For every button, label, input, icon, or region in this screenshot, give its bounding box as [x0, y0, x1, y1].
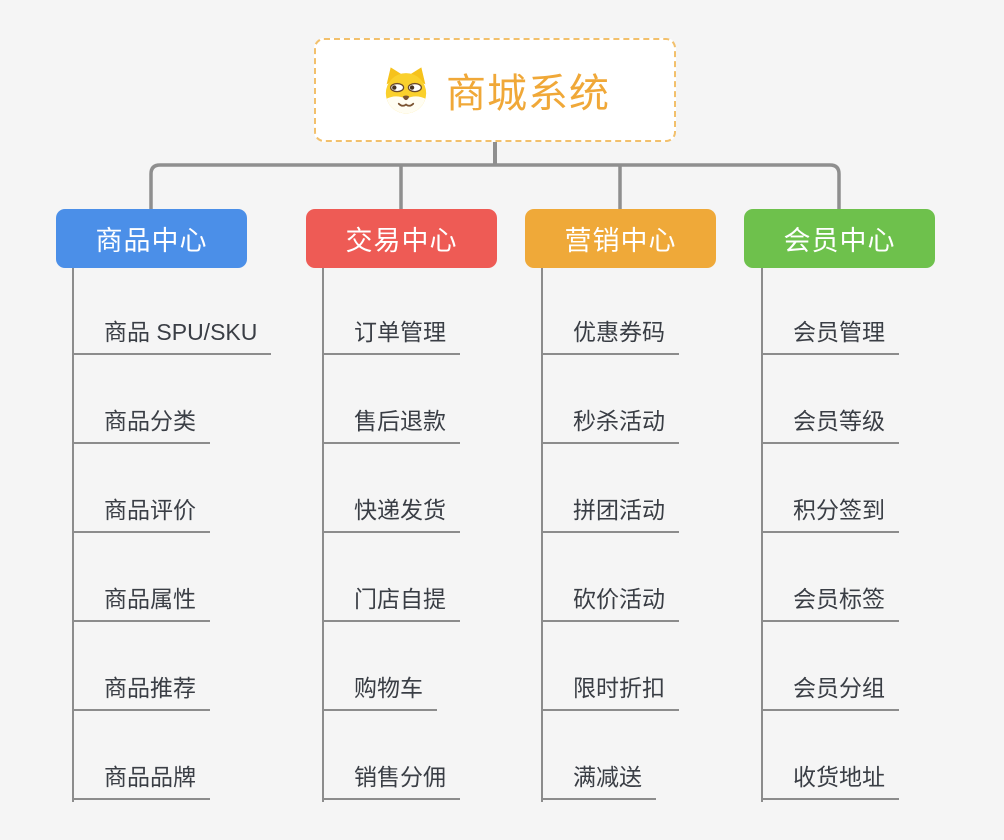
leaf-node[interactable]: 商品 SPU/SKU — [72, 317, 272, 355]
branch-rail-line — [149, 163, 841, 209]
branch-node-trade-center[interactable]: 交易中心 — [306, 209, 497, 268]
branch-label: 交易中心 — [345, 226, 458, 256]
leaf-node[interactable]: 秒杀活动 — [541, 406, 679, 444]
leaf-node[interactable]: 会员管理 — [761, 317, 899, 355]
leaf-node[interactable]: 商品品牌 — [72, 762, 210, 800]
leaf-node[interactable]: 会员分组 — [761, 673, 899, 711]
leaf-node[interactable]: 满减送 — [541, 762, 656, 800]
leaf-node[interactable]: 商品评价 — [72, 495, 210, 533]
branch-node-member-center[interactable]: 会员中心 — [744, 209, 935, 268]
root-node-title: 商城系统 — [446, 72, 610, 116]
root-node-mall-system[interactable]: 商城系统 — [314, 38, 676, 142]
branch-spine-line — [761, 268, 763, 802]
branch-label: 营销中心 — [564, 226, 677, 256]
branch-node-product-center[interactable]: 商品中心 — [56, 209, 247, 268]
leaf-node[interactable]: 砍价活动 — [541, 584, 679, 622]
leaf-node[interactable]: 限时折扣 — [541, 673, 679, 711]
leaf-node[interactable]: 收货地址 — [761, 762, 899, 800]
leaf-node[interactable]: 订单管理 — [322, 317, 460, 355]
leaf-node[interactable]: 会员等级 — [761, 406, 899, 444]
leaf-node[interactable]: 快递发货 — [322, 495, 460, 533]
branch-spine-line — [541, 268, 543, 802]
branch-node-marketing-center[interactable]: 营销中心 — [525, 209, 716, 268]
leaf-node[interactable]: 优惠券码 — [541, 317, 679, 355]
leaf-node[interactable]: 商品推荐 — [72, 673, 210, 711]
branch-spine-line — [72, 268, 74, 802]
leaf-node[interactable]: 会员标签 — [761, 584, 899, 622]
leaf-node[interactable]: 门店自提 — [322, 584, 460, 622]
branch-label: 商品中心 — [95, 226, 208, 256]
leaf-node[interactable]: 积分签到 — [761, 495, 899, 533]
leaf-node[interactable]: 购物车 — [322, 673, 437, 711]
branch-spine-line — [322, 268, 324, 802]
leaf-node[interactable]: 拼团活动 — [541, 495, 679, 533]
leaf-node[interactable]: 商品分类 — [72, 406, 210, 444]
dog-face-icon — [385, 67, 427, 114]
leaf-node[interactable]: 商品属性 — [72, 584, 210, 622]
leaf-node[interactable]: 销售分佣 — [322, 762, 460, 800]
branch-label: 会员中心 — [783, 226, 896, 256]
leaf-node[interactable]: 售后退款 — [322, 406, 460, 444]
